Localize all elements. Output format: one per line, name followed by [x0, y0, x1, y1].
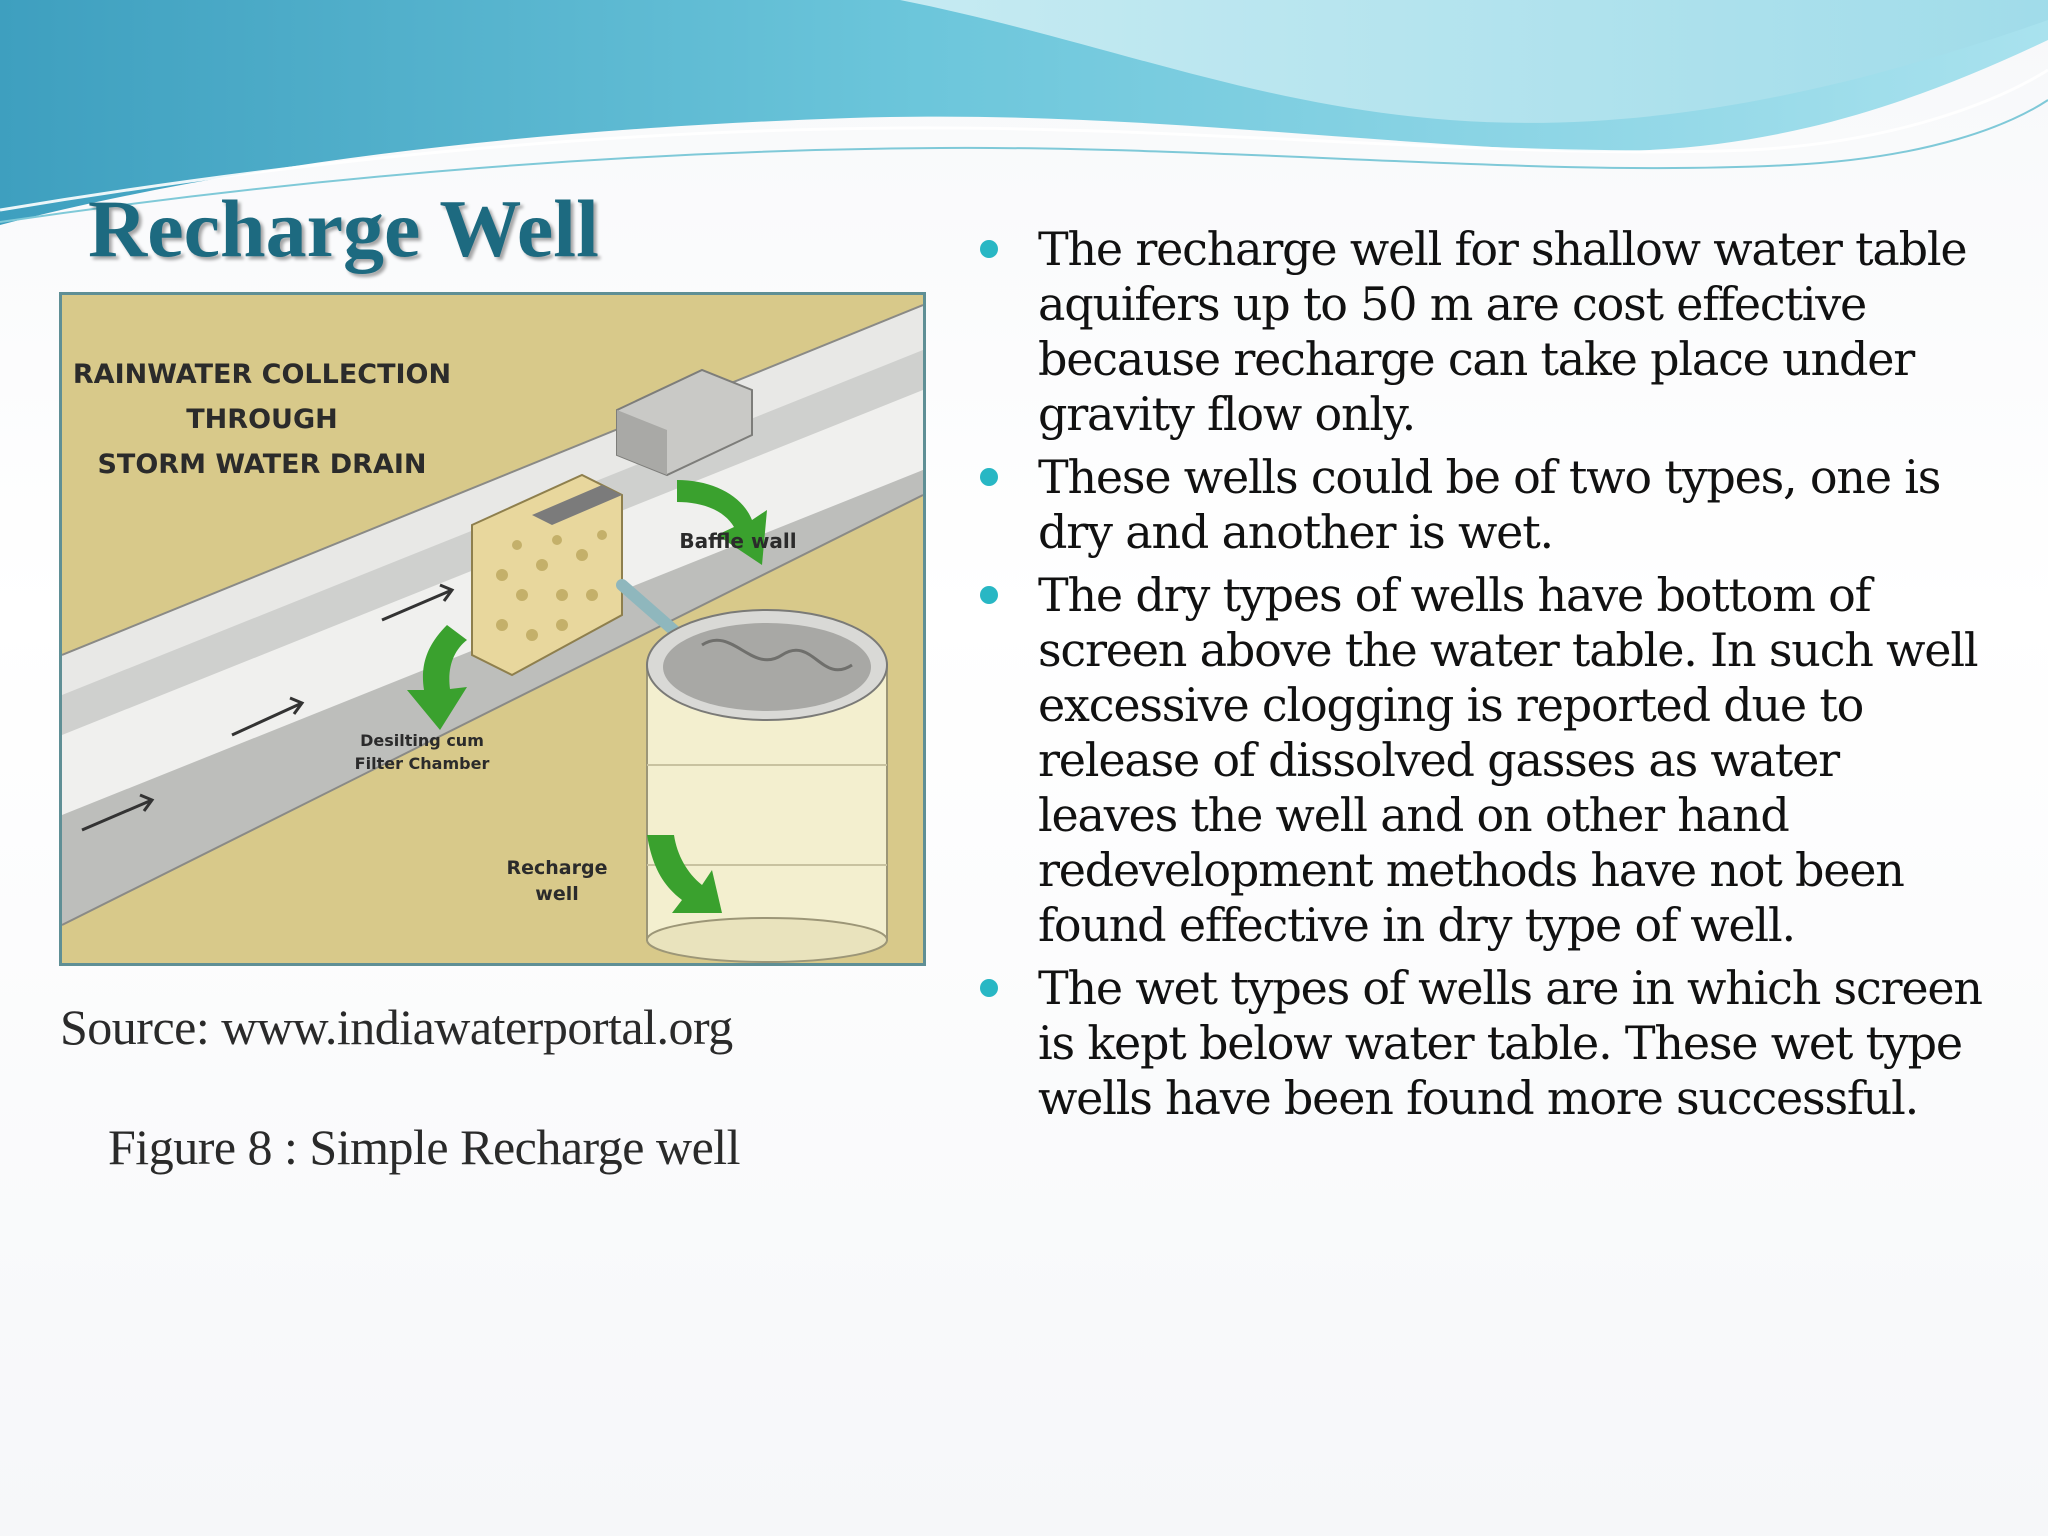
label-rainwater-collection-1: RAINWATER COLLECTION [73, 359, 451, 390]
bullet-item: The dry types of wells have bottom of sc… [976, 568, 1986, 953]
label-rainwater-collection-3: STORM WATER DRAIN [97, 449, 426, 480]
green-arrow-well [647, 835, 722, 913]
bullet-dot-icon [980, 468, 998, 486]
bullet-item: These wells could be of two types, one i… [976, 450, 1986, 560]
flow-arrows [81, 583, 455, 832]
label-desilting-2: Filter Chamber [355, 754, 490, 773]
figure-caption: Figure 8 : Simple Recharge well [108, 1119, 741, 1175]
bullet-dot-icon [980, 586, 998, 604]
bullet-item: The recharge well for shallow water tabl… [976, 222, 1986, 442]
label-desilting-1: Desilting cum [360, 731, 484, 750]
bullet-item: The wet types of wells are in which scre… [976, 961, 1986, 1126]
header-wave-decoration [0, 0, 2048, 225]
bullet-text: The wet types of wells are in which scre… [1038, 961, 1983, 1125]
bullet-list: The recharge well for shallow water tabl… [976, 222, 1986, 1134]
bullet-text: These wells could be of two types, one i… [1038, 450, 1941, 559]
recharge-well-illustration: RAINWATER COLLECTION THROUGH STORM WATER… [62, 304, 923, 963]
recharge-well-cylinder [646, 609, 888, 963]
bullet-dot-icon [980, 240, 998, 258]
green-arrow-filter [407, 625, 467, 730]
bullet-dot-icon [980, 979, 998, 997]
bullet-text: The dry types of wells have bottom of sc… [1038, 568, 1979, 952]
label-rainwater-collection-2: THROUGH [186, 404, 337, 435]
label-baffle-wall: Baffle wall [679, 529, 796, 553]
figure-source: Source: www.indiawaterportal.org [60, 999, 733, 1055]
bullet-text: The recharge well for shallow water tabl… [1038, 222, 1968, 441]
label-recharge-well-1: Recharge [507, 857, 608, 879]
slide-title: Recharge Well [88, 183, 599, 274]
green-arrows [407, 480, 767, 913]
label-recharge-well-2: well [535, 883, 578, 905]
recharge-well-figure: RAINWATER COLLECTION THROUGH STORM WATER… [59, 292, 926, 966]
green-arrow-baffle [677, 480, 767, 565]
baffle-wall [616, 368, 753, 477]
filter-chamber [471, 473, 623, 677]
